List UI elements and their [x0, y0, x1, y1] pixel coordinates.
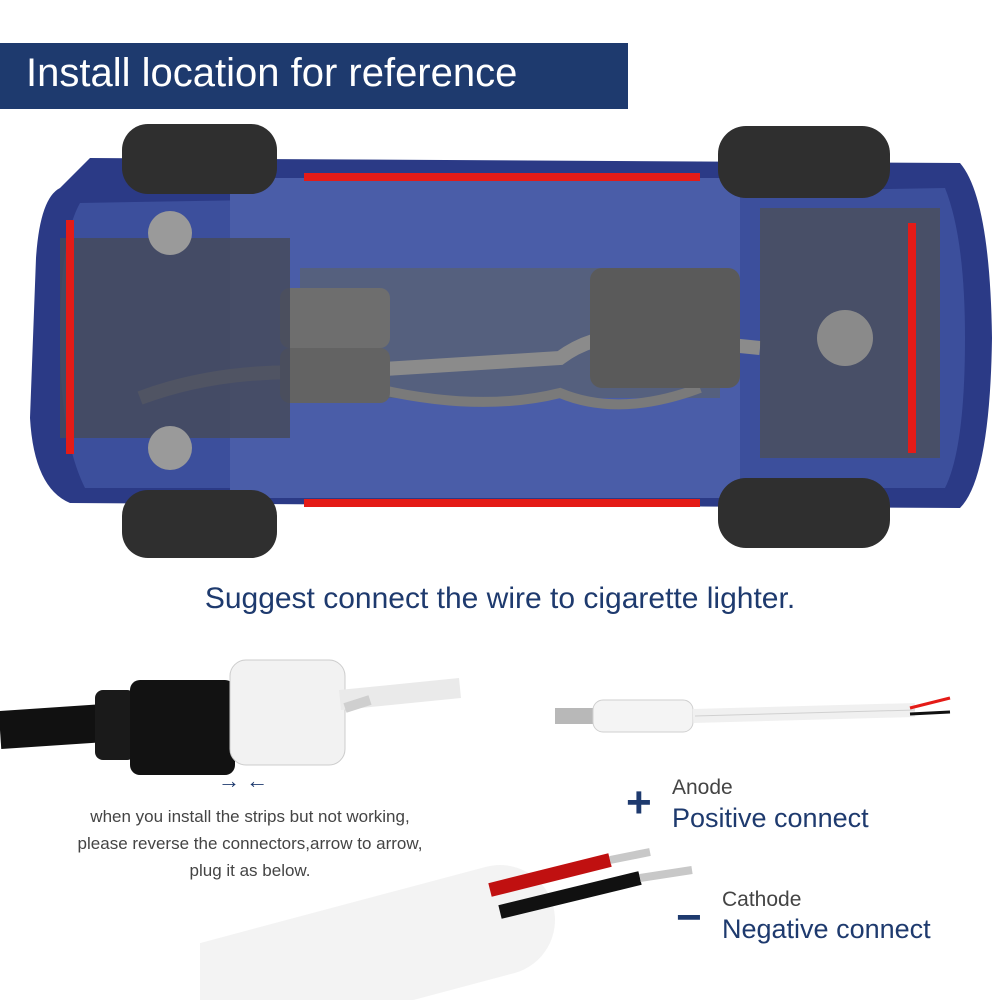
dc-plug-image — [555, 696, 951, 733]
title-banner: Install location for reference — [0, 43, 628, 109]
note-line-3: plug it as below. — [189, 861, 311, 880]
car-underside-image — [30, 124, 992, 558]
suggestion-text: Suggest connect the wire to cigarette li… — [204, 582, 796, 615]
cathode-label: Cathode — [722, 888, 802, 911]
cable-image — [200, 848, 693, 1000]
anode-desc: Positive connect — [672, 803, 869, 833]
cathode-desc: Negative connect — [722, 914, 931, 944]
note-line-1: when you install the strips but not work… — [90, 807, 410, 826]
note-line-2: please reverse the connectors,arrow to a… — [77, 834, 423, 853]
connector-image — [0, 659, 461, 775]
plus-icon: + — [626, 778, 652, 827]
connector-note: when you install the strips but not work… — [40, 803, 460, 884]
anode-label: Anode — [672, 776, 733, 799]
minus-icon: − — [676, 893, 702, 942]
arrow-to-arrow-icon: → ← — [218, 768, 269, 793]
title-text: Install location for reference — [26, 51, 518, 95]
